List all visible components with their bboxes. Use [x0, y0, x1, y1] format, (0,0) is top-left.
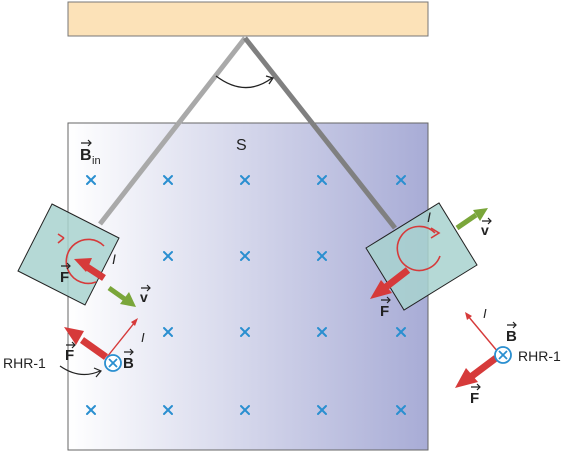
- left-arm: [98, 36, 247, 226]
- field-mark: [163, 327, 173, 337]
- rhr-label: RHR-1: [518, 348, 561, 364]
- field-label: B in: [80, 139, 101, 167]
- svg-text:B: B: [80, 147, 92, 164]
- svg-text:B: B: [123, 355, 134, 372]
- left-plate: F I v: [17, 203, 151, 307]
- force-label: F: [380, 303, 389, 320]
- field-mark: [163, 175, 173, 185]
- field-mark: [317, 175, 327, 185]
- field-mark: [240, 251, 250, 261]
- field-mark: [396, 405, 406, 415]
- left-rhr-diagram: I F B RHR-1: [3, 318, 145, 378]
- field-mark: [163, 251, 173, 261]
- field-mark: [240, 405, 250, 415]
- field-mark: [317, 251, 327, 261]
- region-label: S: [236, 137, 247, 154]
- force-arrow: [74, 258, 106, 281]
- rhr-label: RHR-1: [3, 355, 46, 371]
- field-mark: [396, 175, 406, 185]
- force-arrow: [370, 267, 411, 299]
- field-mark: [396, 327, 406, 337]
- right-arm: [243, 36, 397, 230]
- right-rhr-diagram: I F B RHR-1: [455, 306, 561, 407]
- svg-text:I: I: [483, 306, 487, 321]
- field-mark: [240, 327, 250, 337]
- svg-text:F: F: [470, 390, 479, 407]
- right-plate: I F v: [365, 202, 492, 320]
- ceiling-support: [67, 1, 429, 37]
- force-label: F: [60, 269, 69, 286]
- svg-text:in: in: [92, 155, 101, 167]
- field-mark: [317, 405, 327, 415]
- field-mark: [240, 175, 250, 185]
- velocity-label: v: [140, 289, 148, 305]
- velocity-arrow: [107, 285, 136, 307]
- field-mark: [163, 405, 173, 415]
- field-region: [67, 122, 429, 451]
- velocity-label: v: [481, 222, 489, 238]
- angle-arc-icon: [215, 75, 275, 89]
- circulating-current-icon: [396, 225, 441, 272]
- velocity-arrow: [455, 208, 488, 231]
- field-marks: [86, 175, 406, 415]
- svg-text:F: F: [65, 347, 74, 364]
- field-mark: [86, 405, 96, 415]
- current-label: I: [112, 251, 116, 267]
- svg-text:I: I: [141, 330, 145, 345]
- field-into-page-icon: [104, 354, 122, 372]
- circulating-current-icon: [57, 233, 105, 285]
- field-mark: [86, 175, 96, 185]
- svg-text:B: B: [506, 328, 517, 345]
- field-into-page-icon: [494, 346, 512, 364]
- current-label: I: [427, 209, 431, 225]
- field-mark: [317, 327, 327, 337]
